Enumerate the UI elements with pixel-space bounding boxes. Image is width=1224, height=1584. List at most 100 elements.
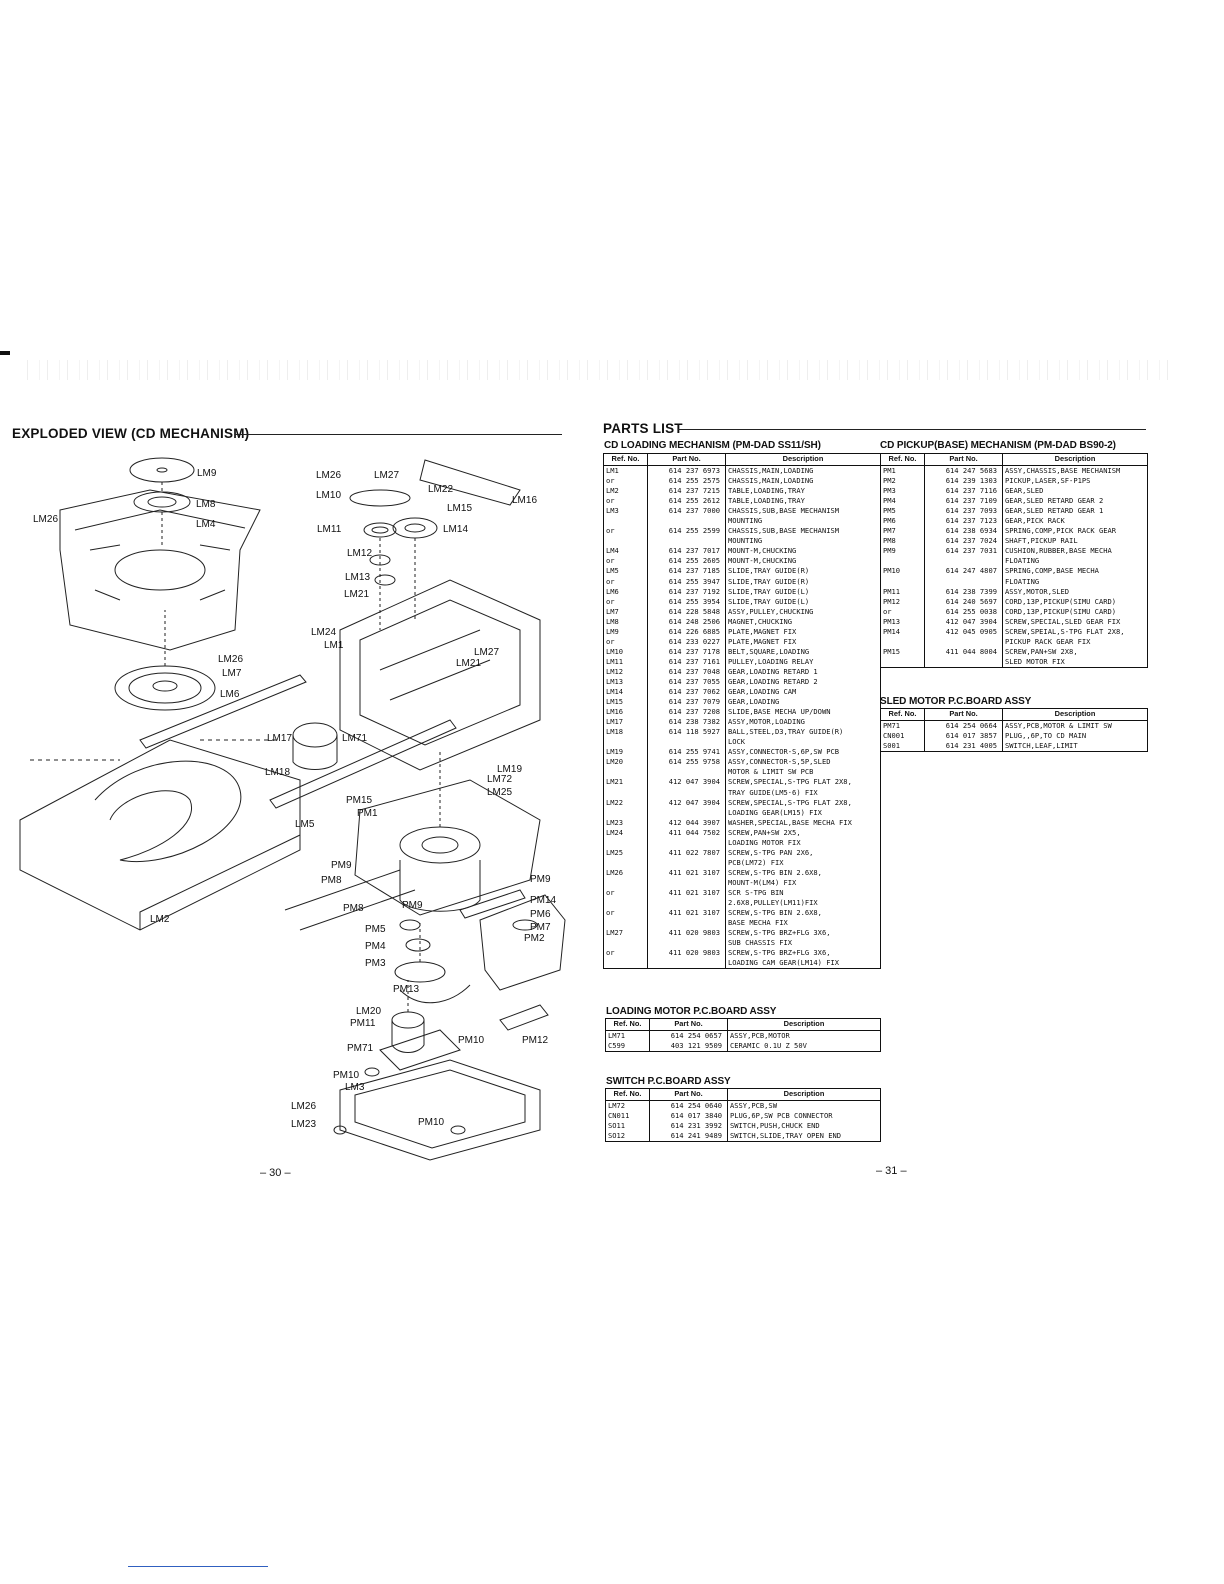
table-row: LOADING MOTOR FIX bbox=[603, 837, 881, 848]
table-header-row: Ref. No.Part No.Description bbox=[605, 1088, 881, 1101]
ref-no-cell: LM7 bbox=[603, 606, 648, 617]
ref-no-cell: PM12 bbox=[880, 596, 925, 607]
table-header-row: Ref. No.Part No.Description bbox=[605, 1018, 881, 1031]
callout: LM15 bbox=[447, 503, 472, 514]
part-no-cell: 614 255 3947 bbox=[647, 576, 726, 587]
column-header-desc: Description bbox=[727, 1018, 881, 1031]
description-cell: SCREW,SPEIAL,S-TPG FLAT 2X8, bbox=[1005, 626, 1125, 636]
description-cell: SCREW,S-TPG BRZ+FLG 3X6, bbox=[728, 948, 831, 958]
callout: PM10 bbox=[418, 1117, 445, 1128]
description-cell: FLOATING bbox=[1005, 576, 1040, 586]
part-no-cell: 614 237 7048 bbox=[647, 666, 726, 677]
part-no-cell: 614 017 3840 bbox=[649, 1111, 728, 1122]
special-washer bbox=[333, 1125, 347, 1135]
description-cell: PICKUP,LASER,SF-P1PS bbox=[1005, 476, 1091, 486]
part-no-cell: 412 044 3907 bbox=[647, 817, 726, 828]
part-no-cell bbox=[647, 877, 726, 888]
loading-retard-gear-2 bbox=[374, 574, 396, 586]
callout: LM9 bbox=[197, 468, 217, 479]
description-cell: ASSY,PULLEY,CHUCKING bbox=[728, 606, 814, 616]
description-cell: CHASSIS,SUB,BASE MECHANISM bbox=[728, 506, 840, 516]
ref-no-cell: LM9 bbox=[603, 626, 648, 637]
ref-no-cell: PM4 bbox=[880, 496, 925, 507]
ref-no-cell: PM8 bbox=[880, 536, 925, 547]
part-no-cell bbox=[647, 516, 726, 527]
table-row: MOUNTING bbox=[603, 536, 881, 547]
part-no-cell bbox=[647, 767, 726, 778]
ref-no-cell: LM25 bbox=[603, 847, 648, 858]
ref-no-cell: or bbox=[603, 948, 648, 959]
part-no-cell: 614 255 2605 bbox=[647, 556, 726, 567]
table-header-row: Ref. No.Part No.Description bbox=[603, 453, 881, 466]
ref-no-cell: LM11 bbox=[603, 656, 648, 667]
callout: LM12 bbox=[347, 548, 372, 559]
ref-no-cell: LM19 bbox=[603, 747, 648, 758]
part-no-cell: 614 237 7116 bbox=[924, 486, 1003, 497]
description-cell: GEAR,LOADING CAM bbox=[728, 687, 797, 697]
ref-no-cell: or bbox=[603, 526, 648, 537]
ref-no-cell: LM4 bbox=[603, 546, 648, 557]
part-no-cell bbox=[647, 857, 726, 868]
ref-no-cell: SO11 bbox=[605, 1121, 650, 1132]
part-no-cell: 412 047 3904 bbox=[924, 616, 1003, 627]
pickup-cord bbox=[399, 984, 471, 1004]
part-no-cell: 614 254 0640 bbox=[649, 1100, 728, 1112]
description-cell: BALL,STEEL,D3,TRAY GUIDE(R) bbox=[728, 727, 844, 737]
part-no-cell: 614 226 6885 bbox=[647, 626, 726, 637]
description-cell: SCREW,S-TPG BIN 2.6X8, bbox=[728, 908, 822, 918]
ref-no-cell: LM10 bbox=[603, 646, 648, 657]
ref-no-cell bbox=[880, 556, 925, 567]
part-no-cell: 614 237 7093 bbox=[924, 506, 1003, 517]
base-mecha-slide bbox=[419, 459, 521, 506]
description-cell: ASSY,PCB,MOTOR bbox=[730, 1031, 790, 1040]
ref-no-cell bbox=[603, 837, 648, 848]
part-no-cell: 614 239 1303 bbox=[924, 476, 1003, 487]
part-no-cell: 614 238 7399 bbox=[924, 586, 1003, 597]
description-cell: MOUNT-M(LM4) FIX bbox=[728, 877, 797, 887]
description-cell: PLATE,MAGNET FIX bbox=[728, 626, 797, 636]
part-no-cell: 614 255 9741 bbox=[647, 747, 726, 758]
sled-motor-heading: SLED MOTOR P.C.BOARD ASSY bbox=[880, 696, 1032, 707]
description-cell: SCREW,SPECIAL,S-TPG FLAT 2X8, bbox=[728, 797, 852, 807]
description-cell: SHAFT,PICKUP RAIL bbox=[1005, 536, 1078, 546]
ref-no-cell: or bbox=[603, 576, 648, 587]
table-row: SUB CHASSIS FIX bbox=[603, 938, 881, 949]
description-cell: GEAR,LOADING RETARD 1 bbox=[728, 666, 818, 676]
ref-no-cell: S001 bbox=[880, 741, 925, 752]
ref-no-cell: LM20 bbox=[603, 757, 648, 768]
callout: LM3 bbox=[345, 1082, 365, 1093]
part-no-cell: 614 237 7062 bbox=[647, 687, 726, 698]
callout: LM6 bbox=[220, 689, 240, 700]
description-cell: PLUG,,6P,TO CD MAIN bbox=[1005, 731, 1087, 741]
part-no-cell bbox=[649, 1051, 728, 1052]
part-no-cell: 614 231 3992 bbox=[649, 1121, 728, 1132]
part-no-cell: 411 020 9803 bbox=[647, 928, 726, 939]
callout: LM27 bbox=[374, 470, 399, 481]
column-header-part: Part No. bbox=[649, 1088, 728, 1101]
scan-noise bbox=[20, 360, 1170, 380]
callout: PM9 bbox=[530, 874, 551, 885]
description-cell: SCREW,PAN+SW 2X5, bbox=[728, 827, 801, 837]
part-no-cell: 411 020 9803 bbox=[647, 948, 726, 959]
part-no-cell: 614 237 7031 bbox=[924, 546, 1003, 557]
ref-no-cell: LM2 bbox=[603, 486, 648, 497]
callout: PM12 bbox=[522, 1035, 549, 1046]
description-cell: LOADING MOTOR FIX bbox=[728, 837, 801, 847]
callout: LM13 bbox=[345, 572, 370, 583]
description-cell: SWITCH,SLIDE,TRAY OPEN END bbox=[730, 1131, 842, 1141]
description-cell: MOUNTING bbox=[728, 516, 763, 526]
